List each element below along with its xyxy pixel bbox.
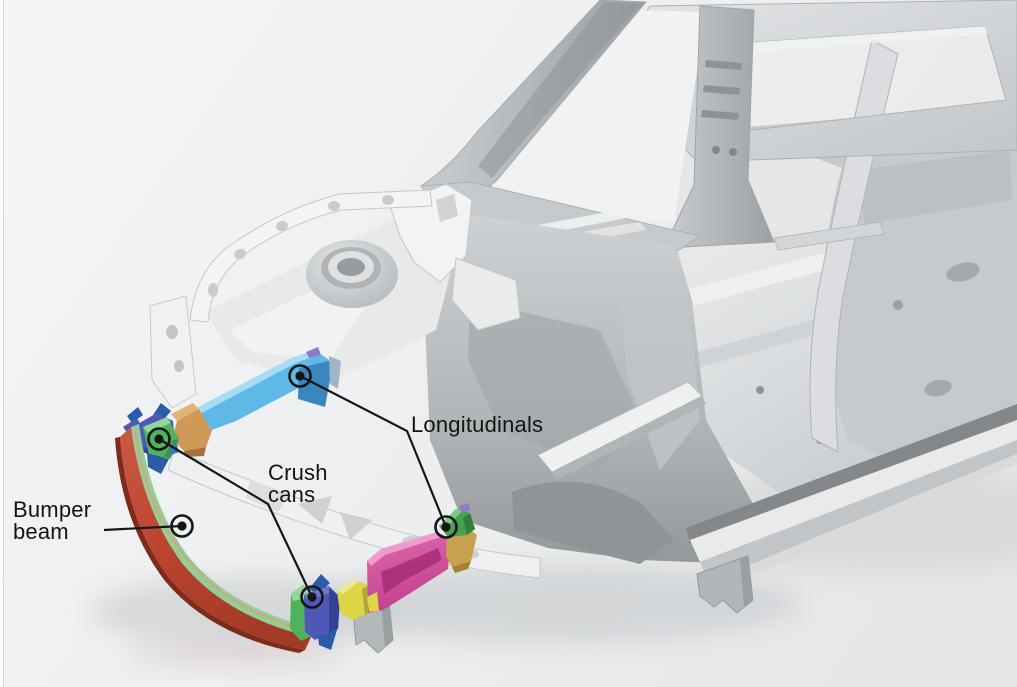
left-longitudinal-top-light: [189, 350, 320, 416]
leader-crush-cans: [158, 438, 313, 598]
yellow-bracket-light: [337, 580, 358, 594]
label-longitudinals-text: Longitudinals: [411, 412, 544, 437]
leader-markers: [147, 364, 458, 609]
label-bumper-beam-line1: Bumper: [13, 497, 92, 522]
label-crush-cans-line1: Crush: [268, 460, 328, 485]
sill-lip: [708, 454, 1017, 592]
marker-right-crush-can: [300, 585, 324, 609]
right-longitudinal-top-light: [367, 532, 441, 566]
leader-lines: [103, 375, 448, 598]
body-shell: [149, 0, 1017, 654]
left-longitudinal-highlight: [189, 350, 329, 431]
left-edge-line: [3, 0, 4, 687]
label-bumper-beam: Bumper beam: [13, 499, 91, 543]
left-edge-strip: [0, 0, 3, 687]
marker-right-longitudinal: [434, 515, 458, 539]
bumper-beam-salmon-line: [134, 429, 309, 632]
b-pillar: [663, 5, 775, 249]
label-crush-cans-line2: cans: [268, 482, 316, 507]
bumper-beam-highlight: [120, 427, 311, 650]
left-longitudinal-section-dark: [184, 447, 206, 457]
sill-top: [690, 420, 1017, 562]
sill-shadow-gap: [686, 404, 1017, 544]
right-crush-can-body-dark: [329, 588, 340, 634]
right-longitudinal-section-gold-dark: [452, 561, 471, 573]
left-longitudinal-flange: [329, 356, 341, 389]
right-longitudinal-shading: [381, 548, 442, 594]
label-longitudinals: Longitudinals: [411, 414, 543, 436]
left-longitudinal-tip-purple: [306, 347, 321, 358]
marker-left-crush-can: [147, 427, 171, 451]
right-longitudinal-section-gold: [446, 528, 477, 567]
right-longitudinal-cap-dark: [463, 513, 475, 535]
windshield-aperture: [452, 10, 706, 222]
left-crush-can-fin-bottom: [147, 453, 169, 474]
shock-tower-opening: [337, 258, 365, 276]
right-longitudinal-tip-purple: [459, 503, 471, 513]
right-crush-can-fin-top: [309, 574, 330, 595]
leader-longitudinals: [299, 375, 448, 528]
marker-left-longitudinal: [288, 364, 312, 388]
front-wheelwell-arch: [512, 481, 674, 564]
left-mount-plate-light: [143, 417, 171, 433]
left-longitudinal-section-top: [171, 403, 199, 421]
front-left-member: [149, 295, 197, 409]
label-bumper-beam-line2: beam: [13, 519, 69, 544]
sill-side: [700, 440, 1017, 582]
bumper-beam-fin-top: [127, 407, 143, 423]
label-crush-cans: Crush cans: [268, 462, 328, 506]
marker-bumper-beam: [170, 514, 194, 538]
right-longitudinal-yellow-sliver: [367, 592, 379, 612]
leader-bumper-beam: [103, 524, 183, 532]
right-crush-can-fin-bottom: [318, 630, 337, 650]
apron-bracket: [451, 257, 521, 331]
left-longitudinal-section: [172, 409, 212, 451]
